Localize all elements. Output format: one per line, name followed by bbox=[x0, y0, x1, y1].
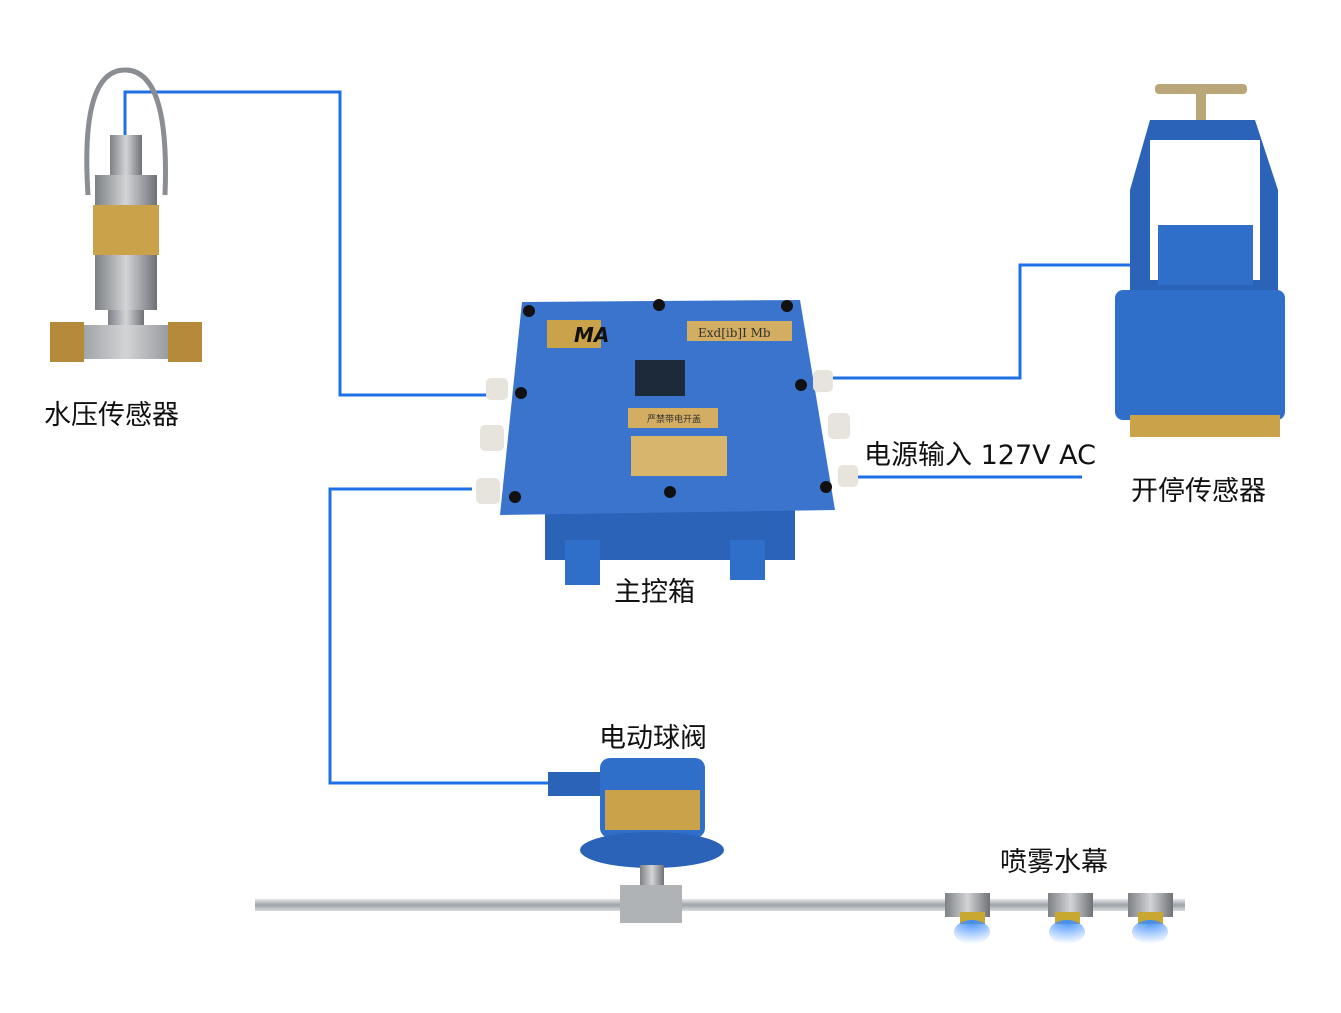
box-warning-plate: 严禁带电开盖 bbox=[647, 413, 701, 425]
label-start-stop-sensor: 开停传感器 bbox=[1131, 476, 1266, 507]
wire-water-pressure bbox=[123, 90, 492, 397]
label-power-input: 电源输入 127V AC bbox=[864, 440, 1097, 471]
label-water-pressure-sensor: 水压传感器 bbox=[44, 400, 179, 431]
start-stop-sensor-image bbox=[1115, 84, 1285, 437]
box-ma-mark: MA bbox=[574, 323, 609, 347]
box-explosion-mark: Exd[ib]I Mb bbox=[698, 326, 771, 340]
label-electric-ball-valve: 电动球阀 bbox=[599, 723, 707, 754]
wires bbox=[123, 90, 1130, 785]
spray-nozzles bbox=[945, 893, 1173, 944]
label-main-control-box: 主控箱 bbox=[614, 577, 695, 608]
wire-ball-valve bbox=[328, 487, 552, 785]
label-spray-curtain: 喷雾水幕 bbox=[1000, 847, 1108, 878]
wire-start-stop bbox=[830, 263, 1130, 380]
electric-ball-valve-image bbox=[548, 758, 724, 923]
water-pressure-sensor-image bbox=[50, 67, 202, 362]
water-pipe bbox=[255, 899, 1185, 911]
main-control-box-image bbox=[476, 299, 858, 585]
